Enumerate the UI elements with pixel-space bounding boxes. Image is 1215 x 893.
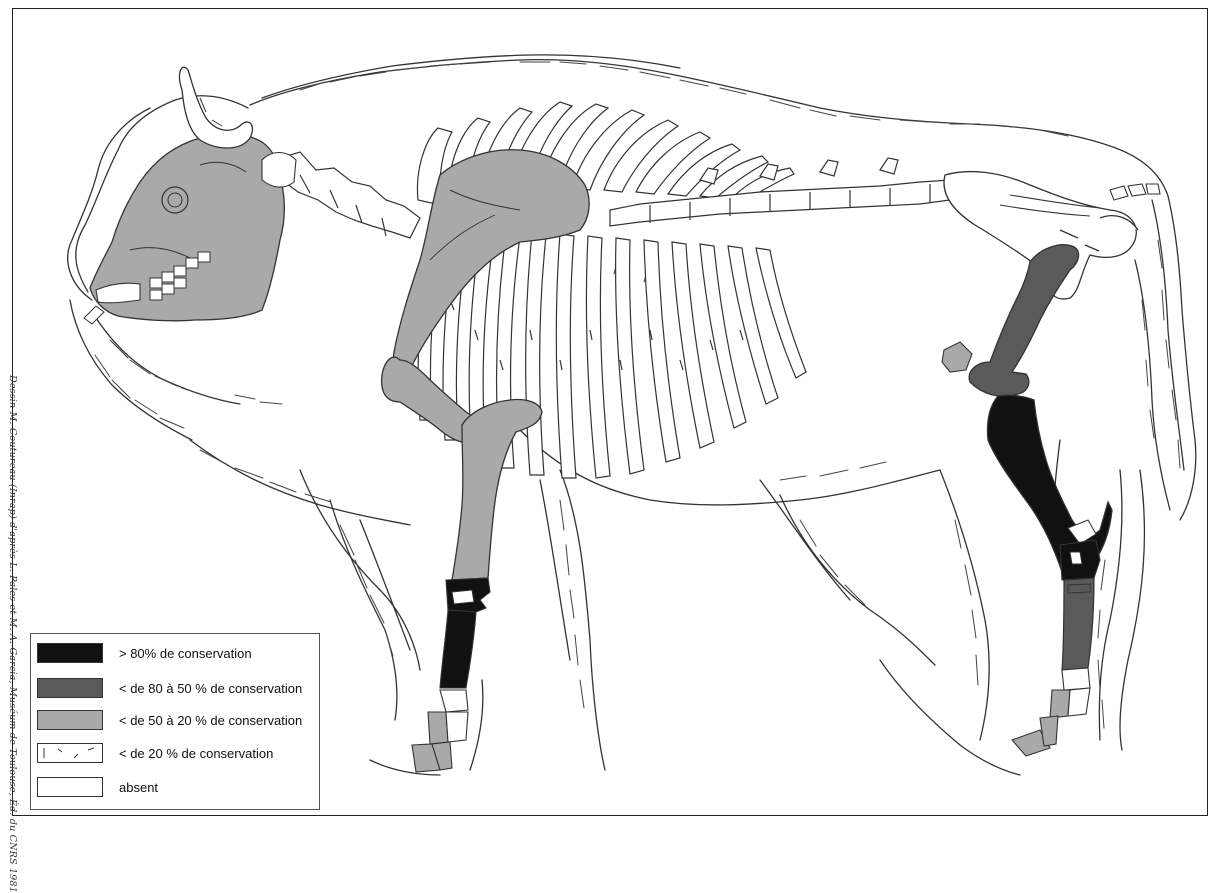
hatch-marks-icon [38, 744, 102, 762]
legend-swatch-hatched [37, 743, 103, 763]
legend-label: > 80% de conservation [119, 646, 252, 661]
patella [942, 342, 972, 372]
legend-swatch-dark-gray [37, 678, 103, 698]
drawing-credit: Dessin M. Coutureau (Inrap) d'après L. P… [4, 375, 20, 785]
conservation-legend: > 80% de conservation < de 80 à 50 % de … [30, 633, 320, 810]
metacarpal [440, 610, 476, 688]
credit-text: Dessin M. Coutureau (Inrap) d'après L. P… [7, 375, 18, 893]
legend-item-50-20: < de 50 à 20 % de conservation [37, 709, 302, 731]
front-phalanges [412, 690, 468, 772]
legend-swatch-black [37, 643, 103, 663]
hind-phalanges [1012, 668, 1090, 756]
legend-item-80-50: < de 80 à 50 % de conservation [37, 677, 302, 699]
legend-label: < de 20 % de conservation [119, 746, 273, 761]
femur [969, 245, 1078, 397]
legend-item-absent: absent [37, 776, 158, 798]
legend-label: absent [119, 780, 158, 795]
legend-item-over-80: > 80% de conservation [37, 642, 252, 664]
legend-label: < de 80 à 50 % de conservation [119, 681, 302, 696]
legend-item-under-20: < de 20 % de conservation [37, 742, 273, 764]
radius-ulna [452, 400, 542, 581]
legend-label: < de 50 à 20 % de conservation [119, 713, 302, 728]
legend-swatch-light-gray [37, 710, 103, 730]
legend-swatch-outline [37, 777, 103, 797]
vertebral-column [280, 152, 950, 238]
skull [84, 67, 296, 324]
